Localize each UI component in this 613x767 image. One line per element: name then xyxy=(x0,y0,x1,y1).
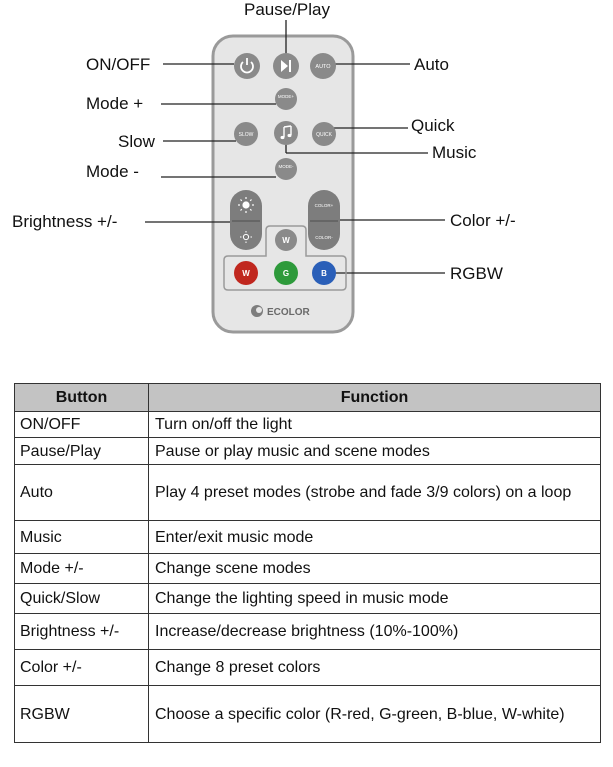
remote-diagram: AUTO MODE+ SLOW QUICK xyxy=(0,0,613,370)
svg-text:W: W xyxy=(282,236,290,245)
label-rgbw: RGBW xyxy=(450,264,503,283)
button-cell: Auto xyxy=(14,464,149,521)
red-button: W xyxy=(234,261,258,285)
function-cell: Change the lighting speed in music mode xyxy=(148,583,601,614)
function-cell: Change scene modes xyxy=(148,553,601,584)
svg-text:QUICK: QUICK xyxy=(316,132,333,138)
button-cell: Mode +/- xyxy=(14,553,149,584)
svg-text:COLOR-: COLOR- xyxy=(315,235,333,240)
function-cell: Choose a specific color (R-red, G-green,… xyxy=(148,685,601,743)
table-row: Pause/Play Pause or play music and scene… xyxy=(14,437,601,465)
table-row: Quick/Slow Change the lighting speed in … xyxy=(14,583,601,614)
svg-text:B: B xyxy=(321,269,327,278)
remote-illustration: AUTO MODE+ SLOW QUICK xyxy=(145,20,445,334)
rgbw-panel xyxy=(223,225,347,291)
label-brightness: Brightness +/- xyxy=(12,212,118,231)
remote-body xyxy=(211,34,355,334)
label-auto: Auto xyxy=(414,55,449,74)
button-cell: Pause/Play xyxy=(14,437,149,465)
button-cell: ON/OFF xyxy=(14,411,149,438)
mode-plus-button: MODE+ xyxy=(275,88,297,110)
play-pause-icon xyxy=(281,60,291,72)
blue-button: B xyxy=(312,261,336,285)
label-quick: Quick xyxy=(411,116,455,135)
auto-button: AUTO xyxy=(310,53,336,79)
svg-text:SLOW: SLOW xyxy=(239,132,254,138)
function-table: Button Function ON/OFF Turn on/off the l… xyxy=(14,383,601,743)
svg-text:ECOLOR: ECOLOR xyxy=(267,307,311,318)
label-color: Color +/- xyxy=(450,211,516,230)
green-button: G xyxy=(274,261,298,285)
function-cell: Turn on/off the light xyxy=(148,411,601,438)
mode-minus-button: MODE- xyxy=(275,158,297,180)
label-mode-plus: Mode + xyxy=(86,94,144,113)
table-header-row: Button Function xyxy=(14,383,601,412)
music-button xyxy=(274,121,298,145)
leader-lines xyxy=(145,20,445,274)
table-row: Music Enter/exit music mode xyxy=(14,520,601,554)
label-music: Music xyxy=(432,143,477,162)
table-row: Brightness +/- Increase/decrease brightn… xyxy=(14,613,601,650)
power-icon xyxy=(240,58,254,74)
svg-text:MODE+: MODE+ xyxy=(278,94,295,99)
button-cell: Color +/- xyxy=(14,649,149,686)
table-row: Color +/- Change 8 preset colors xyxy=(14,649,601,686)
w-button: W xyxy=(275,229,297,251)
pause-play-button xyxy=(273,53,299,79)
label-pause-play: Pause/Play xyxy=(244,0,330,19)
function-cell: Enter/exit music mode xyxy=(148,520,601,554)
slow-button: SLOW xyxy=(234,122,258,146)
svg-text:MODE-: MODE- xyxy=(279,164,295,169)
sun-small-icon xyxy=(240,231,252,243)
power-button xyxy=(234,53,260,79)
header-function: Function xyxy=(148,383,601,412)
button-cell: Quick/Slow xyxy=(14,583,149,614)
label-on-off: ON/OFF xyxy=(86,55,151,74)
button-cell: Brightness +/- xyxy=(14,613,149,650)
music-note-icon xyxy=(280,125,292,140)
svg-text:AUTO: AUTO xyxy=(315,64,331,70)
svg-text:COLOR+: COLOR+ xyxy=(315,203,334,208)
label-mode-minus: Mode - xyxy=(86,162,139,181)
label-slow: Slow xyxy=(118,132,155,151)
ecolor-logo: ECOLOR xyxy=(251,305,311,318)
table-row: Mode +/- Change scene modes xyxy=(14,553,601,584)
table-row: ON/OFF Turn on/off the light xyxy=(14,411,601,438)
header-button: Button xyxy=(14,383,149,412)
table-row: RGBW Choose a specific color (R-red, G-g… xyxy=(14,685,601,743)
svg-text:W: W xyxy=(242,269,250,278)
button-cell: Music xyxy=(14,520,149,554)
function-cell: Change 8 preset colors xyxy=(148,649,601,686)
svg-text:G: G xyxy=(283,269,289,278)
brightness-rocker xyxy=(230,190,262,250)
function-cell: Play 4 preset modes (strobe and fade 3/9… xyxy=(148,464,601,521)
function-cell: Pause or play music and scene modes xyxy=(148,437,601,465)
sun-icon xyxy=(238,197,254,213)
button-cell: RGBW xyxy=(14,685,149,743)
function-cell: Increase/decrease brightness (10%-100%) xyxy=(148,613,601,650)
table-row: Auto Play 4 preset modes (strobe and fad… xyxy=(14,464,601,521)
color-rocker: COLOR+ COLOR- xyxy=(308,190,340,250)
quick-button: QUICK xyxy=(312,122,336,146)
